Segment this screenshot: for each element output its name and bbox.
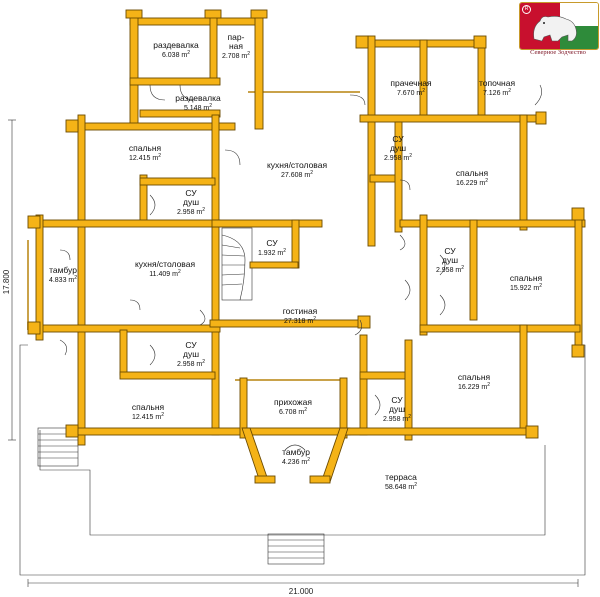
dimension-lines [8,119,579,587]
room-area-gostinaya: 27.318 m2 [284,316,316,325]
room-name-spalnya_ne: спальня [456,168,489,178]
room-area-spalnya_nw: 12.415 m2 [129,153,161,162]
room-name-su_left2: СУ [185,340,197,350]
room-name-tambur_s: тамбур [282,447,310,457]
room-name-su_right1: душ [390,143,406,153]
room-name-terrasa: терраса [385,472,417,482]
room-name-parnaya: ная [229,41,243,51]
bear-icon [533,16,577,42]
room-area-su_left1: 2.958 m2 [177,207,205,216]
room-area-kuhnya_small: 11.409 m2 [149,269,181,278]
room-area-su_right3: 2.958 m2 [383,414,411,423]
room-name-spalnya_se: спальня [458,372,491,382]
room-name-su_small: СУ [266,238,278,248]
room-name-parnaya: пар- [228,32,245,42]
room-name-su_left1: СУ [185,188,197,198]
room-name-su_right2: СУ [444,246,456,256]
windows [27,91,579,381]
room-area-parnaya: 2.708 m2 [222,51,250,60]
room-name-kuhnya_big: кухня/столовая [267,160,327,170]
room-name-prachechnaya: прачечная [390,78,432,88]
room-name-spalnya_sw: спальня [132,402,165,412]
room-area-spalnya_ne: 16.229 m2 [456,178,488,187]
room-name-kuhnya_small: кухня/столовая [135,259,195,269]
room-area-terrasa: 58.648 m2 [385,482,417,491]
width-dimension: 21.000 [289,587,314,596]
room-area-su_left2: 2.958 m2 [177,359,205,368]
room-area-prachechnaya: 7.670 m2 [397,88,425,97]
room-area-su_small: 1.932 m2 [258,248,286,257]
room-name-razdevalka1: раздевалка [153,40,199,50]
room-name-spalnya_nw: спальня [129,143,162,153]
room-name-razdevalka2: раздевалка [175,93,221,103]
room-name-su_right1: СУ [392,134,404,144]
room-name-su_left2: душ [183,349,199,359]
room-area-tambur_w: 4.833 m2 [49,275,77,284]
room-area-tambur_s: 4.236 m2 [282,457,310,466]
doors [59,84,542,451]
stair-south [267,533,325,565]
brand-logo: R Северное Зодчество [519,2,599,58]
room-name-spalnya_e: спальня [510,273,543,283]
walls [29,13,586,484]
room-name-tambur_w: тамбур [49,265,77,275]
height-dimension: 17.800 [2,269,11,294]
room-area-razdevalka2: 5.148 m2 [184,103,212,112]
room-area-topochnaya: 7.126 m2 [483,88,511,97]
brand-name: Северное Зодчество [530,49,586,56]
spiral-stair [221,227,253,301]
registered-mark: R [522,5,531,14]
room-name-prihozhaya: прихожая [274,397,312,407]
room-area-spalnya_sw: 12.415 m2 [132,412,164,421]
room-name-su_left1: душ [183,197,199,207]
room-area-prihozhaya: 6.708 m2 [279,407,307,416]
room-area-su_right1: 2.958 m2 [384,153,412,162]
room-area-kuhnya_big: 27.608 m2 [281,170,313,179]
room-name-su_right2: душ [442,255,458,265]
room-area-razdevalka1: 6.038 m2 [162,50,190,59]
room-area-spalnya_se: 16.229 m2 [458,382,490,391]
room-name-su_right3: СУ [391,395,403,405]
wall-posts [27,9,585,439]
logo-emblem: R [519,2,599,50]
room-area-su_right2: 2.958 m2 [436,265,464,274]
room-area-spalnya_e: 15.922 m2 [510,283,542,292]
room-name-topochnaya: топочная [479,78,516,88]
room-name-gostinaya: гостиная [283,306,318,316]
room-name-su_right3: душ [389,404,405,414]
